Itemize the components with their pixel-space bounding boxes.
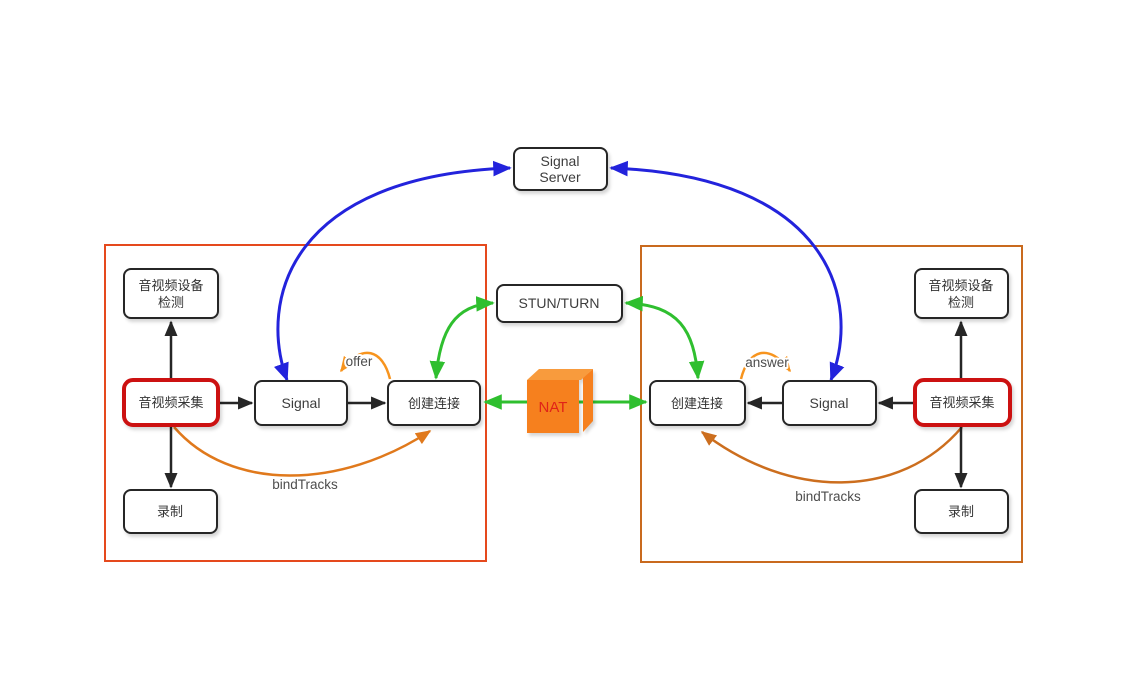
edge-left-signal-to-signal-server: [273, 160, 512, 382]
edge-right-signal-to-signal-server: [609, 160, 845, 382]
nat-cube-top-face: [527, 369, 593, 380]
left-record-node: 录制: [123, 489, 218, 534]
left-signal-node: Signal: [254, 380, 348, 426]
stun-turn-box: [496, 284, 623, 323]
nat-label: NAT: [539, 399, 568, 416]
right-capture-label: 音视频采集: [929, 395, 994, 410]
right-capture-box: [913, 378, 1012, 427]
right-device-check-label-line1: 音视频设备: [928, 278, 993, 293]
left-record-box: [123, 489, 218, 534]
left-create-connection-node: 创建连接: [387, 380, 481, 426]
right-create-connection-box: [649, 380, 746, 426]
left-signal-label: Signal: [282, 395, 321, 411]
left-create-connection-label: 创建连接: [408, 396, 460, 411]
signal-server-label-line2: Server: [539, 169, 581, 185]
edge-answer: [739, 351, 792, 380]
right-device-check-box: [914, 268, 1009, 319]
right-capture-node: 音视频采集: [913, 378, 1012, 427]
nat-cube-right-face: [583, 369, 593, 432]
left-capture-node: 音视频采集: [122, 378, 220, 427]
edge-left-create-to-stun-turn: [429, 296, 495, 380]
right-create-connection-label: 创建连接: [671, 396, 723, 411]
right-signal-label: Signal: [810, 395, 849, 411]
edge-bindtracks-right: [700, 426, 963, 484]
right-record-box: [914, 489, 1009, 534]
right-create-connection-node: 创建连接: [649, 380, 746, 426]
offer-label: offer: [346, 354, 373, 369]
left-capture-label: 音视频采集: [138, 395, 203, 410]
right-signal-node: Signal: [782, 380, 877, 426]
left-device-check-box: [123, 268, 219, 319]
left-capture-box: [122, 378, 220, 427]
right-device-check-label-line2: 检测: [948, 295, 974, 310]
answer-label: answer: [745, 355, 789, 370]
signal-server-label-line1: Signal: [541, 153, 580, 169]
bindtracks-left-label: bindTracks: [272, 477, 338, 492]
edge-bindtracks-left: [173, 426, 432, 477]
edge-right-create-to-stun-turn: [624, 295, 705, 380]
nat-cube-front-face: [527, 380, 579, 433]
right-device-check-node: 音视频设备 检测: [914, 268, 1009, 319]
bindtracks-right-label: bindTracks: [795, 489, 861, 504]
left-device-check-label-line2: 检测: [158, 295, 184, 310]
right-signal-box: [782, 380, 877, 426]
signal-server-box: [513, 147, 608, 191]
left-create-connection-box: [387, 380, 481, 426]
stun-turn-node: STUN/TURN: [496, 284, 623, 323]
left-device-check-label-line1: 音视频设备: [138, 278, 203, 293]
left-record-label: 录制: [157, 504, 183, 519]
right-record-node: 录制: [914, 489, 1009, 534]
edge-offer: [339, 351, 392, 380]
left-device-check-node: 音视频设备 检测: [123, 268, 219, 319]
signal-server-node: Signal Server: [513, 147, 608, 191]
nat-node: NAT: [527, 369, 593, 433]
left-signal-box: [254, 380, 348, 426]
right-record-label: 录制: [948, 504, 974, 519]
stun-turn-label: STUN/TURN: [519, 295, 600, 311]
